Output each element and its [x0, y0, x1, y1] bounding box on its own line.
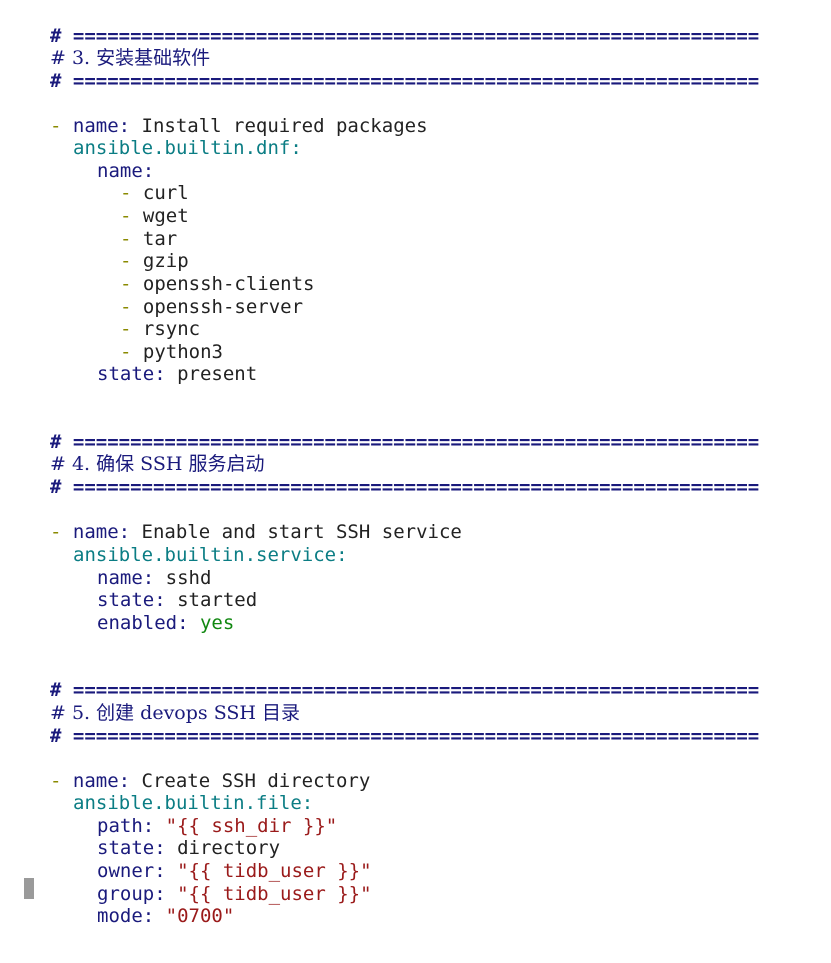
- task-name-line: - name: Create SSH directory: [50, 770, 371, 792]
- name-key: name:: [72, 115, 131, 137]
- section-5-title: # 5. 创建 devops SSH 目录: [50, 702, 300, 725]
- mode-line: mode: "0700": [97, 905, 235, 927]
- comment-rule: # ======================================…: [50, 25, 760, 47]
- module-service: ansible.builtin.service:: [73, 544, 348, 566]
- package-item: - openssh-clients: [120, 273, 315, 295]
- comment-rule: # ======================================…: [50, 70, 760, 92]
- section-title-text: # 5. 创建 devops SSH 目录: [50, 702, 301, 724]
- section-title-text: # 4. 确保 SSH 服务启动: [50, 453, 265, 475]
- package-item: - curl: [120, 182, 189, 204]
- package-item: - gzip: [120, 250, 189, 272]
- group-line: group: "{{ tidb_user }}": [97, 883, 372, 905]
- package-item: - tar: [120, 228, 178, 250]
- package-item: - openssh-server: [120, 296, 304, 318]
- section-title-text: # 3. 安装基础软件: [50, 47, 211, 69]
- state-line: state: started: [97, 589, 258, 611]
- path-line: path: "{{ ssh_dir }}": [97, 815, 338, 837]
- owner-line: owner: "{{ tidb_user }}": [97, 860, 372, 882]
- task-name-line: - name: Install required packages: [50, 115, 428, 138]
- task-name-line: - name: Enable and start SSH service: [50, 521, 462, 543]
- packages-key: name:: [97, 160, 155, 182]
- state-line: state: present: [97, 363, 258, 385]
- text-cursor: [24, 878, 34, 899]
- task-name-value: Install required packages: [130, 115, 428, 137]
- section-3-title: # 3. 安装基础软件: [50, 47, 210, 70]
- list-dash: -: [50, 115, 73, 137]
- enabled-line: enabled: yes: [97, 612, 235, 634]
- module-file: ansible.builtin.file:: [73, 792, 314, 814]
- comment-rule: # ======================================…: [50, 725, 760, 747]
- comment-rule: # ======================================…: [50, 476, 760, 498]
- package-item: - wget: [120, 205, 189, 227]
- package-item: - python3: [120, 341, 223, 363]
- package-item: - rsync: [120, 318, 201, 340]
- module-dnf: ansible.builtin.dnf:: [73, 137, 302, 159]
- comment-rule: # ======================================…: [50, 679, 760, 701]
- state-line: state: directory: [97, 837, 281, 859]
- svc-name-line: name: sshd: [97, 567, 212, 589]
- comment-rule: # ======================================…: [50, 431, 760, 453]
- section-4-title: # 4. 确保 SSH 服务启动: [50, 453, 264, 476]
